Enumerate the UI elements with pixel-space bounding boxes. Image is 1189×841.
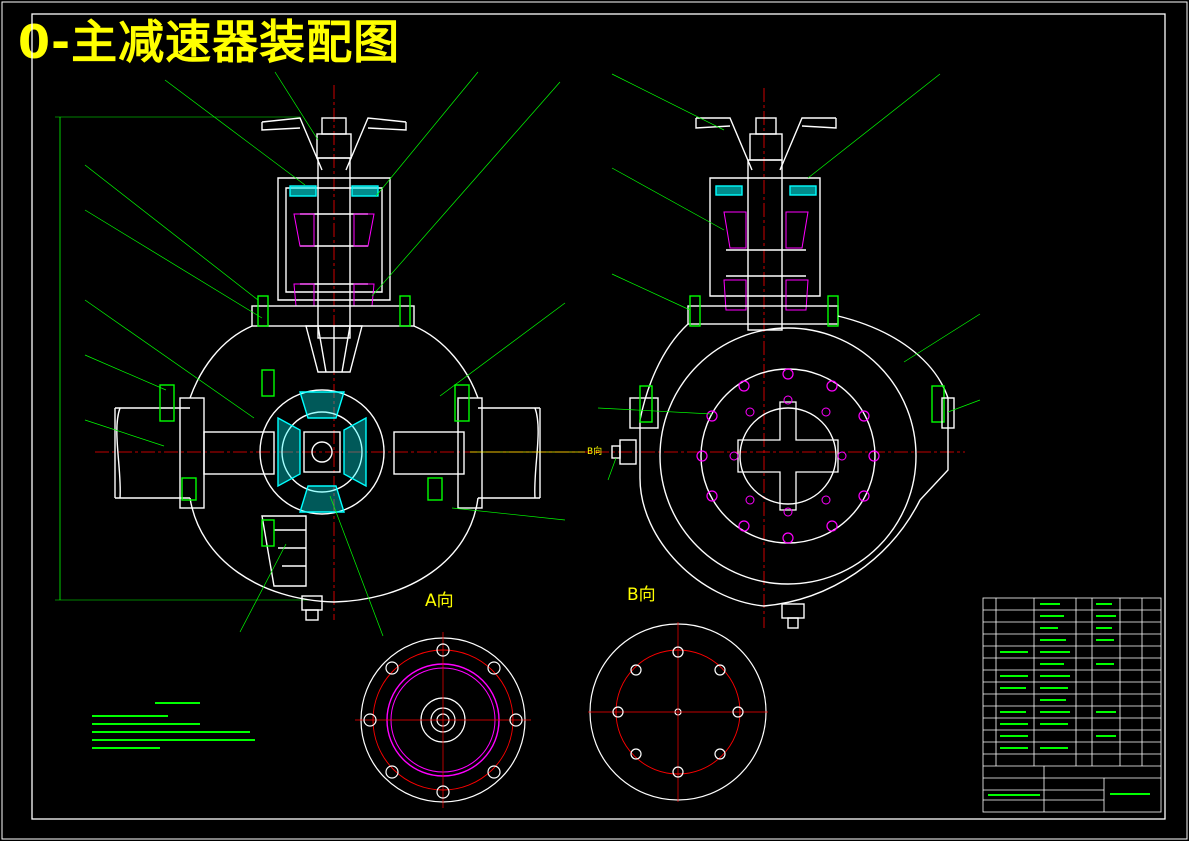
right-section-view <box>595 88 965 629</box>
view-b <box>588 622 768 802</box>
ring-gear-bolts <box>696 368 880 544</box>
parts-list-table <box>982 597 1162 813</box>
technical-requirements <box>92 702 255 749</box>
drawing-title: 0-主减速器装配图 <box>18 15 401 69</box>
parts-list-entries <box>988 603 1150 796</box>
leader-lines-left <box>84 71 566 637</box>
arrow-b-label: B向 <box>587 445 602 457</box>
inner-frame <box>31 13 1166 820</box>
view-b-label: B向 <box>627 585 656 605</box>
view-a <box>355 632 531 808</box>
leader-lines-right <box>597 73 981 481</box>
view-a-label: A向 <box>425 591 454 611</box>
left-section-view <box>55 85 600 621</box>
